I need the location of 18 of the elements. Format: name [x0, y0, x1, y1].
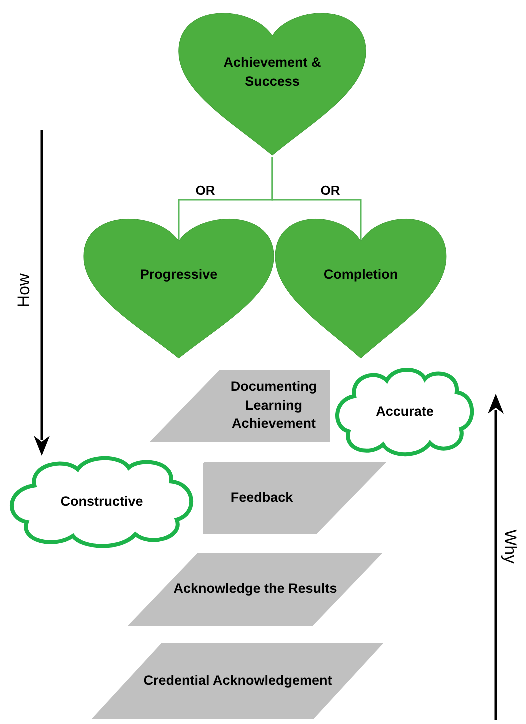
axis-label: How	[13, 272, 34, 310]
node-label: Constructive	[60, 492, 144, 511]
node-label: Feedback	[230, 488, 294, 507]
axis-label: Why	[500, 528, 521, 566]
node-label: Achievement & Success	[223, 54, 322, 91]
parallelogram-box	[203, 462, 387, 534]
node-label: Completion	[324, 266, 398, 284]
edge-label: OR	[318, 184, 342, 197]
node-label: Accurate	[376, 402, 434, 421]
parallelogram-box	[92, 643, 384, 719]
edge-label: OR	[194, 184, 218, 197]
connector-line	[272, 157, 362, 242]
node-label: Acknowledge the Results	[174, 580, 338, 598]
node-label: Credential Acknowledgement	[144, 672, 332, 690]
parallelogram-box	[150, 370, 330, 442]
parallelogram-box	[128, 553, 383, 626]
node-label: Documenting Learning Achievement	[230, 378, 318, 434]
node-label: Progressive	[140, 266, 218, 284]
